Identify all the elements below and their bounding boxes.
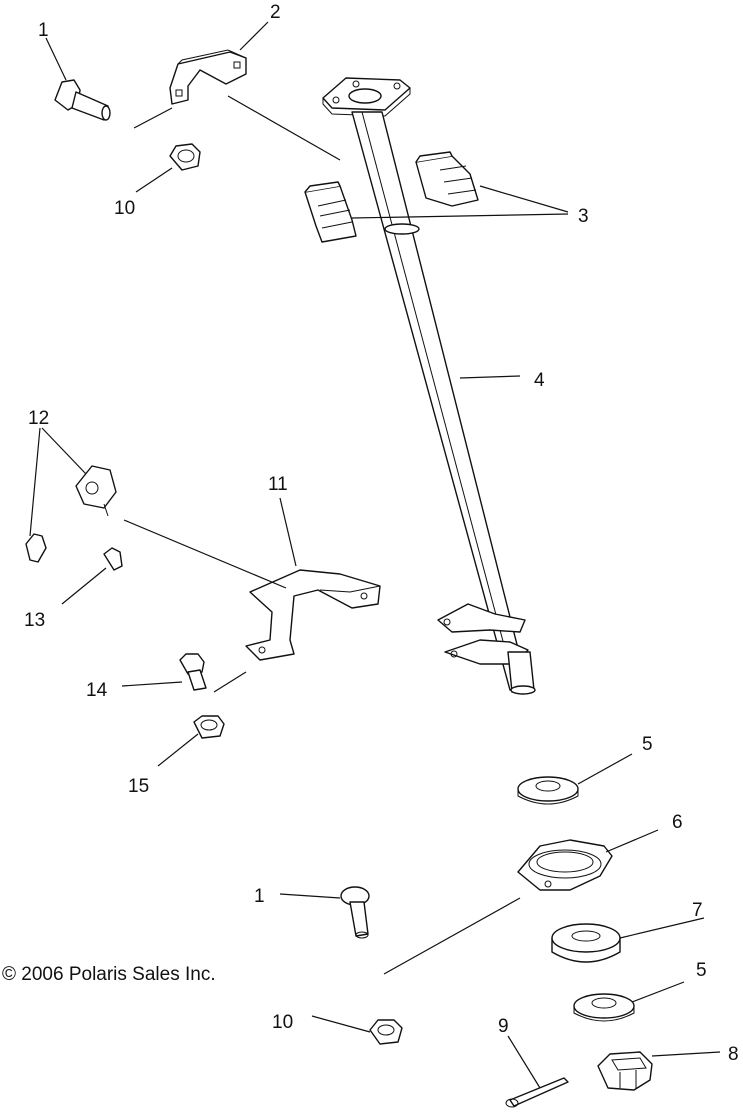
lower-bracket: [245, 569, 381, 661]
callout-10-bottom: 10: [272, 1012, 293, 1033]
upper-clamp: [169, 49, 247, 105]
callout-1-top: 1: [38, 20, 49, 41]
callout-15: 15: [128, 776, 149, 797]
flange-nut-top: [169, 143, 201, 171]
bushing-7: [551, 923, 621, 963]
bolt-bottom: [340, 886, 370, 939]
bushing-left: [304, 181, 357, 243]
washer-top: [517, 776, 579, 805]
callout-11: 11: [268, 474, 288, 495]
flange-nut-lower: [193, 715, 225, 739]
copyright-notice: © 2006 Polaris Sales Inc.: [2, 964, 216, 985]
flange-nut-bottom: [369, 1019, 403, 1045]
callout-14: 14: [86, 680, 108, 701]
bushing-right: [415, 151, 479, 207]
bearing-housing: [517, 839, 613, 891]
callout-5-bottom: 5: [696, 960, 707, 981]
callouts: 1 2 10 3 4 12 11 13 14 15 5 6 1 7 5 9 10…: [24, 2, 739, 1065]
callout-7: 7: [692, 900, 703, 921]
switch-body: [75, 465, 117, 517]
switch-clip: [25, 533, 47, 563]
callout-3: 3: [578, 206, 589, 227]
cotter-pin: [505, 1077, 569, 1108]
callout-9: 9: [498, 1016, 509, 1037]
callout-13: 13: [24, 610, 45, 631]
washer-bottom: [573, 993, 635, 1022]
callout-2: 2: [270, 2, 281, 23]
callout-12: 12: [28, 408, 49, 429]
callout-5-top: 5: [642, 734, 653, 755]
leader-lines: [29, 21, 721, 1089]
bolt-lower: [179, 653, 207, 691]
callout-8: 8: [728, 1044, 739, 1065]
callout-10-top: 10: [114, 198, 135, 219]
bolt-top: [54, 79, 111, 121]
castle-nut: [597, 1051, 653, 1091]
steering-post: [322, 77, 536, 695]
callout-1-bottom: 1: [254, 886, 265, 907]
screw: [103, 547, 123, 571]
callout-4: 4: [534, 370, 545, 391]
callout-6: 6: [672, 812, 683, 833]
